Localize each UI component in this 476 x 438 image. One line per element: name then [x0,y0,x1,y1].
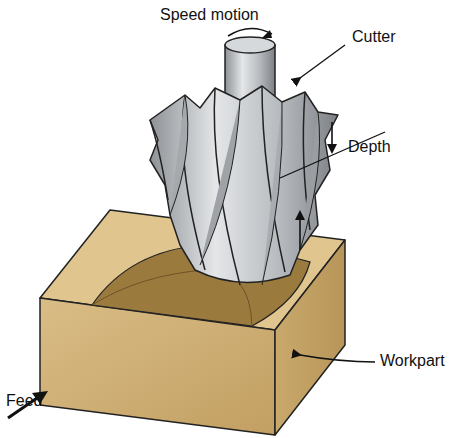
part-label: Workpart [380,352,445,370]
depth-arrow [299,212,301,250]
part-label: Cutter [352,28,396,46]
leader-line [300,355,375,362]
cutter [150,37,338,285]
part-label: Depth [348,138,391,156]
rotation-arrowhead [262,30,272,38]
leader-line [300,45,345,78]
part-label: Speed motion [160,6,259,24]
part-label: Feed [6,392,42,410]
depth-arrow [331,122,333,152]
